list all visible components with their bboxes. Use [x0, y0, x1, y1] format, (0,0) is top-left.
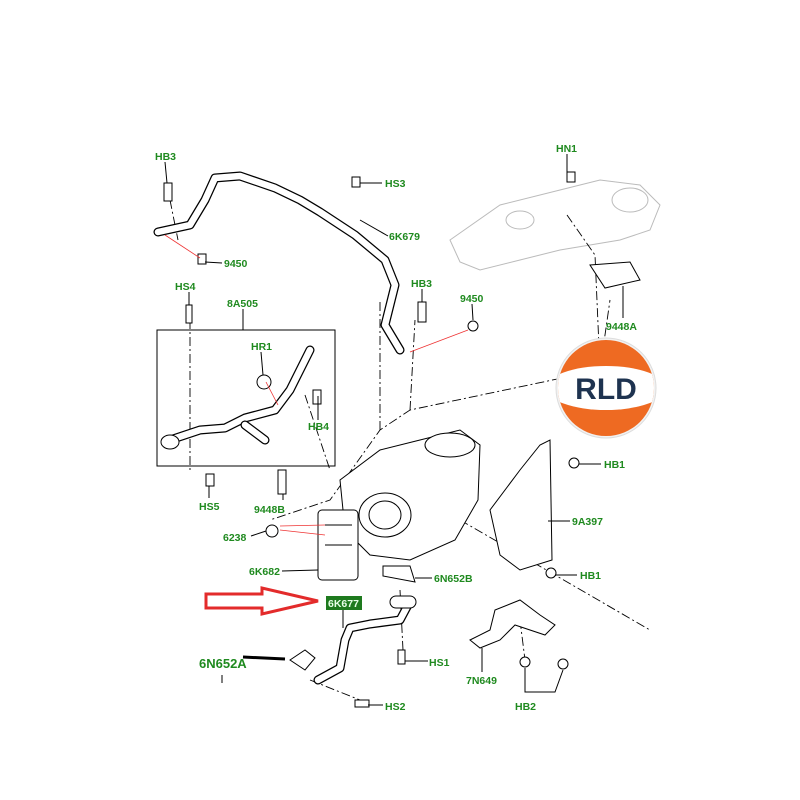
label-hb1-top[interactable]: HB1: [604, 459, 625, 471]
label-hs5[interactable]: HS5: [199, 501, 220, 513]
turbocharger: [317, 429, 481, 583]
fasteners: [163, 171, 580, 708]
label-hs3[interactable]: HS3: [385, 178, 406, 190]
label-9448a[interactable]: 9448A: [606, 321, 637, 333]
label-6k677-highlighted[interactable]: 6K677: [328, 598, 359, 610]
label-6k679[interactable]: 6K679: [389, 231, 420, 243]
oil-return-pipe-8a505: [160, 345, 315, 450]
label-6238[interactable]: 6238: [223, 532, 247, 544]
label-hb2[interactable]: HB2: [515, 701, 536, 713]
label-hr1[interactable]: HR1: [251, 341, 272, 353]
leader-lines: [164, 154, 624, 706]
oil-return-pipe-6k677: [289, 595, 417, 685]
exhaust-manifold: [449, 179, 661, 271]
pointer-6n652a: [242, 655, 286, 661]
label-hs1[interactable]: HS1: [429, 657, 450, 669]
heat-shield-9a397: [489, 439, 553, 571]
bracket-7n649: [469, 599, 556, 649]
label-hb1-bottom[interactable]: HB1: [580, 570, 601, 582]
label-7n649[interactable]: 7N649: [466, 675, 497, 687]
assembly-box: [156, 329, 336, 467]
highlight-box: [326, 596, 362, 610]
oil-feed-pipe: [153, 171, 405, 355]
label-hn1[interactable]: HN1: [556, 143, 577, 155]
label-9a397[interactable]: 9A397: [572, 516, 603, 528]
label-hb3-top[interactable]: HB3: [155, 151, 176, 163]
label-hb4[interactable]: HB4: [308, 421, 329, 433]
label-8a505[interactable]: 8A505: [227, 298, 258, 310]
label-hb3-mid[interactable]: HB3: [411, 278, 432, 290]
label-9448b[interactable]: 9448B: [254, 504, 285, 516]
rld-logo: RLD: [555, 337, 657, 439]
logo-text: RLD: [575, 373, 637, 406]
highlight-arrow: [204, 586, 319, 616]
label-hs2[interactable]: HS2: [385, 701, 406, 713]
label-6k682[interactable]: 6K682: [249, 566, 280, 578]
label-6n652b[interactable]: 6N652B: [434, 573, 473, 585]
gasket-9448a: [589, 261, 641, 289]
label-9450-left[interactable]: 9450: [224, 258, 248, 270]
label-hs4[interactable]: HS4: [175, 281, 196, 293]
label-9450-right[interactable]: 9450: [460, 293, 484, 305]
label-6n652a[interactable]: 6N652A: [199, 656, 247, 671]
